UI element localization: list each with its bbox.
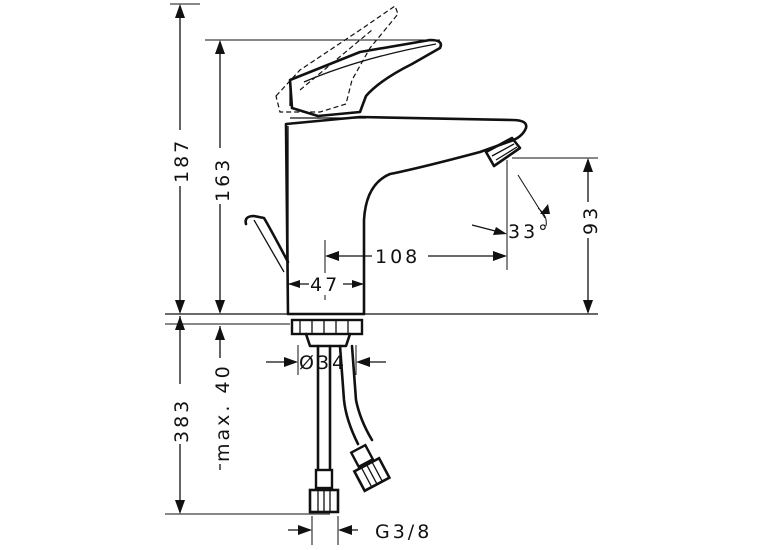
dimension-383-label: 383	[171, 398, 193, 443]
hose-fitting-right	[349, 443, 392, 493]
lever-handle	[288, 38, 443, 118]
aerator	[484, 136, 522, 168]
dimension-93-label: 93	[580, 205, 602, 235]
hose-fitting-left	[308, 468, 340, 514]
dimension-163-label: 163	[212, 157, 234, 202]
dimension-33-degree: 33°	[471, 174, 551, 243]
dimension-187-label: 187	[171, 138, 193, 183]
dimension-g3-8: G3/8	[288, 516, 432, 545]
dimension-93: 93	[578, 158, 602, 314]
supply-hoses	[316, 344, 374, 472]
dimension-47: 47	[288, 273, 364, 296]
lever-open-position-outline	[275, 5, 399, 113]
dimension-163: 163	[210, 40, 234, 314]
mounting-nut	[290, 318, 364, 348]
dimension-383: 383	[170, 316, 193, 514]
popup-rod	[244, 214, 290, 273]
extension-lines	[165, 3, 598, 515]
dimension-108-label: 108	[375, 246, 420, 268]
faucet-body	[284, 115, 528, 316]
dimension-33-label: 33°	[508, 221, 551, 243]
dimension-max-40: max. 40	[210, 326, 234, 470]
dimension-108: 108	[325, 244, 507, 268]
dimension-diameter-34-label: Ø34	[299, 352, 347, 374]
dimension-g3-8-label: G3/8	[375, 521, 432, 543]
dimension-diameter-34: Ø34	[266, 345, 386, 375]
dimension-max-40-label: max. 40	[212, 363, 234, 462]
dimension-47-label: 47	[310, 274, 340, 296]
dimension-187: 187	[170, 4, 193, 314]
